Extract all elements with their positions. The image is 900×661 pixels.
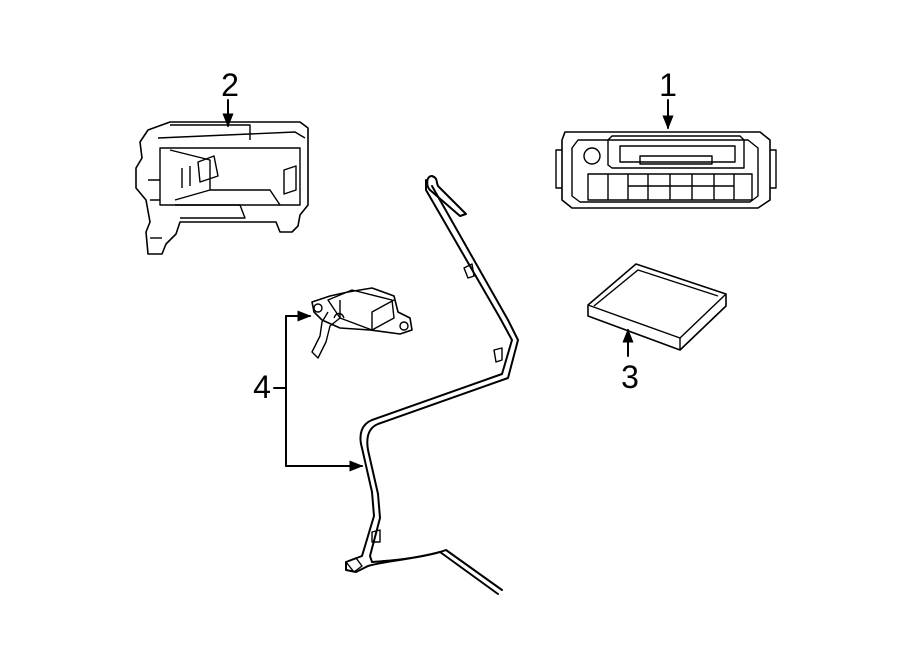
module-part	[587, 263, 727, 351]
callout-3: 3	[621, 359, 639, 395]
antenna-module-part	[311, 287, 413, 359]
callout-2: 2	[221, 67, 239, 103]
callout-4: 4	[253, 369, 271, 405]
leader-4	[273, 310, 364, 472]
callout-1: 1	[659, 67, 677, 103]
mounting-bracket-part	[135, 121, 309, 255]
antenna-cable	[345, 175, 519, 595]
radio-part	[555, 131, 777, 209]
